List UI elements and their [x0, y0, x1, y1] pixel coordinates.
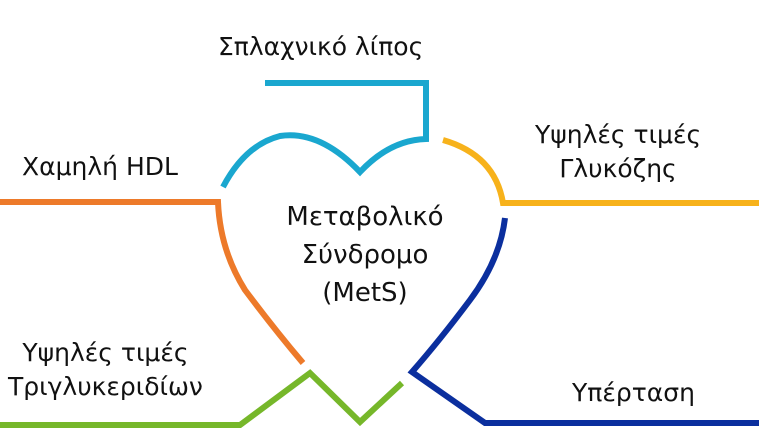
- visceral-fat-line: [220, 80, 429, 189]
- triglycerides-label: Υψηλές τιμές Τριγλυκεριδίων: [8, 336, 203, 404]
- center-title: Μεταβολικό Σύνδρομο (MetS): [270, 198, 460, 312]
- center-title-line2: Σύνδρομο: [301, 240, 429, 270]
- hypertension-label: Υπέρταση: [572, 378, 695, 407]
- center-title-line3: (MetS): [322, 278, 408, 308]
- triglycerides-label-line2: Τριγλυκεριδίων: [8, 372, 203, 401]
- triglycerides-line: [0, 369, 405, 428]
- visceral-fat-label: Σπλαχνικό λίπος: [218, 32, 424, 61]
- glucose-label-line1: Υψηλές τιμές: [535, 120, 702, 149]
- hypertension-line: [407, 217, 759, 426]
- hdl-line: [0, 199, 306, 365]
- glucose-label-line2: Γλυκόζης: [559, 154, 677, 183]
- triglycerides-label-line1: Υψηλές τιμές: [22, 338, 189, 367]
- glucose-line: [442, 137, 759, 206]
- glucose-label: Υψηλές τιμές Γλυκόζης: [535, 118, 701, 186]
- center-title-line1: Μεταβολικό: [286, 202, 444, 232]
- hdl-label: Χαμηλή HDL: [22, 152, 178, 181]
